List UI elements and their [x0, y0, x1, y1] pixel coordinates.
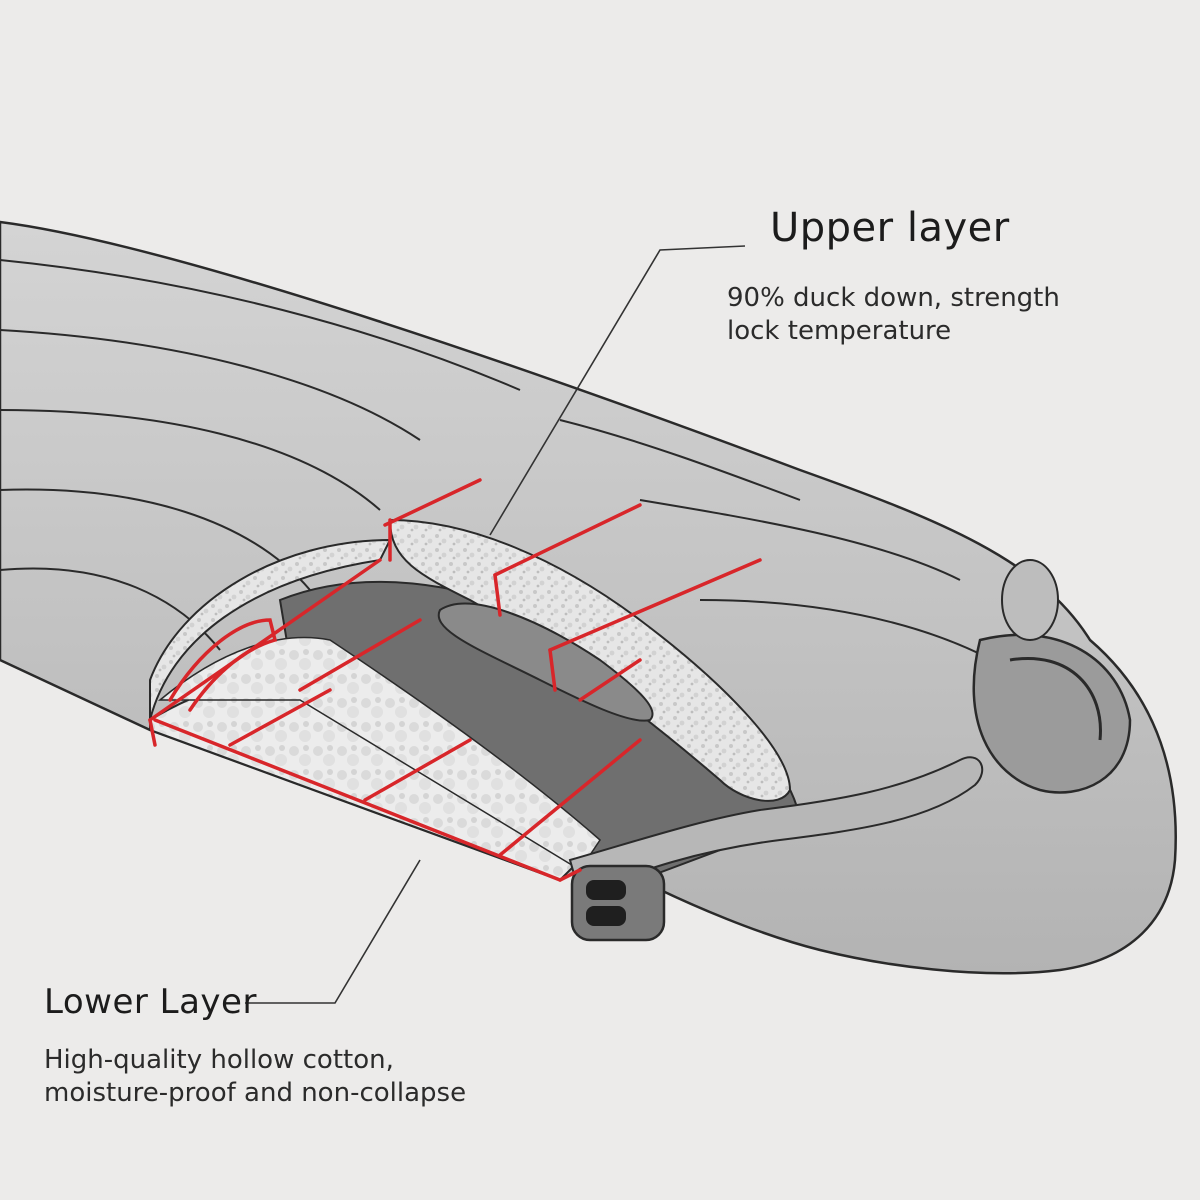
upper-layer-title: Upper layer — [770, 205, 1010, 251]
lower-layer-description-line-1: High-quality hollow cotton, — [44, 1045, 394, 1075]
lower-layer-title: Lower Layer — [44, 982, 257, 1022]
lower-layer-description-line-2: moisture-proof and non-collapse — [44, 1078, 467, 1108]
lower-layer-cotton-top — [157, 636, 601, 872]
red-seam-lines — [148, 478, 762, 882]
upper-layer-description: 90% duck down, strength lock temperature — [727, 282, 1060, 348]
drawcord-tube — [568, 756, 984, 897]
lower-layer-description: High-quality hollow cotton, moisture-pro… — [44, 1044, 466, 1110]
upper-layer-description-line-2: lock temperature — [727, 316, 952, 346]
inner-tube — [437, 602, 654, 722]
zipper-toggle-icon — [570, 864, 666, 942]
hood-rim — [1009, 657, 1102, 741]
hood-opening — [972, 633, 1132, 794]
hood-bump — [1001, 559, 1059, 641]
callout-lines — [245, 245, 746, 1004]
upper-layer-description-line-1: 90% duck down, strength — [727, 283, 1060, 313]
